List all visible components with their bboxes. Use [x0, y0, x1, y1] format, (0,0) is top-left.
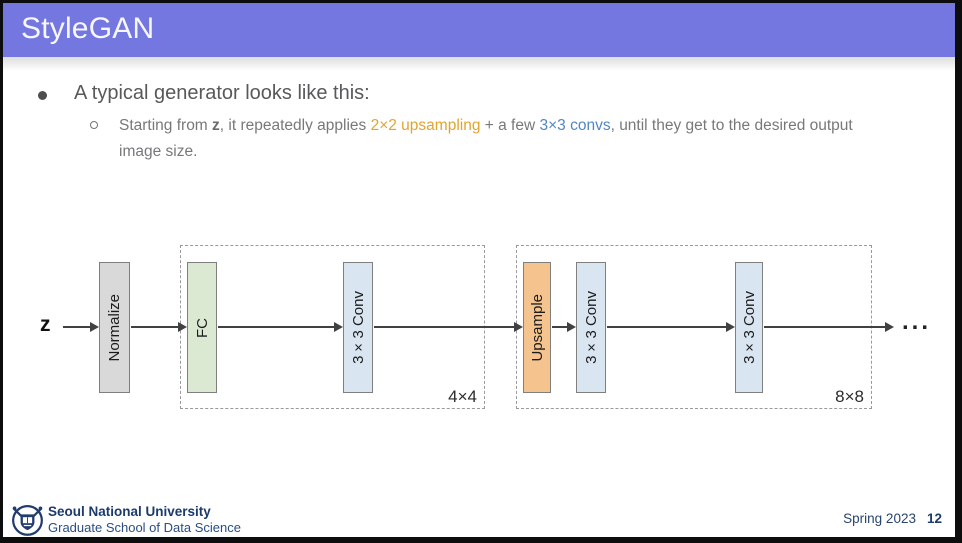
slide: StyleGAN A typical generator looks like …: [3, 3, 955, 537]
sub-bullet-seg: Starting from: [119, 117, 213, 134]
snu-seal-icon: [12, 504, 43, 536]
sub-bullet-seg: , it repeatedly applies: [219, 117, 371, 134]
node-conv1: 3×3 Conv: [343, 262, 373, 393]
resolution-group-8x8: 8×8: [516, 245, 872, 409]
page-number: 12: [926, 511, 942, 526]
node-conv2-label: 3×3 Conv: [582, 291, 600, 364]
node-upsample: Upsample: [523, 262, 551, 393]
footer-term: Spring 2023: [843, 511, 916, 526]
node-conv1-label: 3×3 Conv: [349, 291, 367, 364]
main-bullet: A typical generator looks like this:: [38, 82, 370, 105]
group-label-4x4: 4×4: [448, 387, 477, 406]
main-bullet-text: A typical generator looks like this:: [74, 82, 370, 104]
footer-institution: Seoul National University Graduate Schoo…: [48, 504, 241, 535]
sub-bullet: Starting from z, it repeatedly applies 2…: [90, 113, 897, 165]
arrow-conv1-to-upsample: [374, 322, 523, 332]
arrow-z-to-normalize: [63, 322, 99, 332]
group-label-8x8: 8×8: [835, 387, 864, 406]
continuation-ellipsis: ...: [902, 308, 932, 335]
node-conv3: 3×3 Conv: [735, 262, 763, 393]
arrow-conv2-to-conv3: [607, 322, 735, 332]
node-normalize-label: Normalize: [106, 293, 123, 362]
bullet-dot-icon: [38, 91, 47, 100]
resolution-group-4x4: 4×4: [180, 245, 485, 409]
footer-university-name: Seoul National University: [48, 504, 211, 519]
arrow-upsample-to-conv2: [552, 322, 576, 332]
arrow-fc-to-conv1: [218, 322, 343, 332]
node-conv3-label: 3×3 Conv: [740, 291, 758, 364]
latent-z-label: z: [40, 313, 51, 336]
node-fc: FC: [187, 262, 217, 393]
sub-bullet-seg: + a few: [480, 117, 540, 134]
node-conv2: 3×3 Conv: [576, 262, 606, 393]
arrow-conv3-out: [764, 322, 894, 332]
sub-bullet-seg-z: z: [212, 117, 220, 134]
slide-title: StyleGAN: [21, 12, 155, 45]
node-normalize: Normalize: [99, 262, 130, 393]
footer-meta: Spring 2023 12: [843, 511, 942, 526]
node-fc-label: FC: [193, 317, 211, 338]
footer-school-name: Graduate School of Data Science: [48, 520, 241, 535]
arrow-normalize-to-fc: [131, 322, 187, 332]
bullet-circle-icon: [90, 121, 98, 129]
slide-header-bar: StyleGAN: [3, 3, 955, 57]
node-upsample-label: Upsample: [528, 293, 546, 362]
sub-bullet-seg-upsampling: 2×2 upsampling: [370, 117, 481, 134]
header-shadow: [3, 57, 955, 71]
sub-bullet-seg-convs: 3×3 convs: [539, 117, 611, 134]
sub-bullet-text: Starting from z, it repeatedly applies 2…: [119, 113, 897, 165]
sub-bullet-seg: , until they get to the desired output i…: [119, 117, 853, 160]
